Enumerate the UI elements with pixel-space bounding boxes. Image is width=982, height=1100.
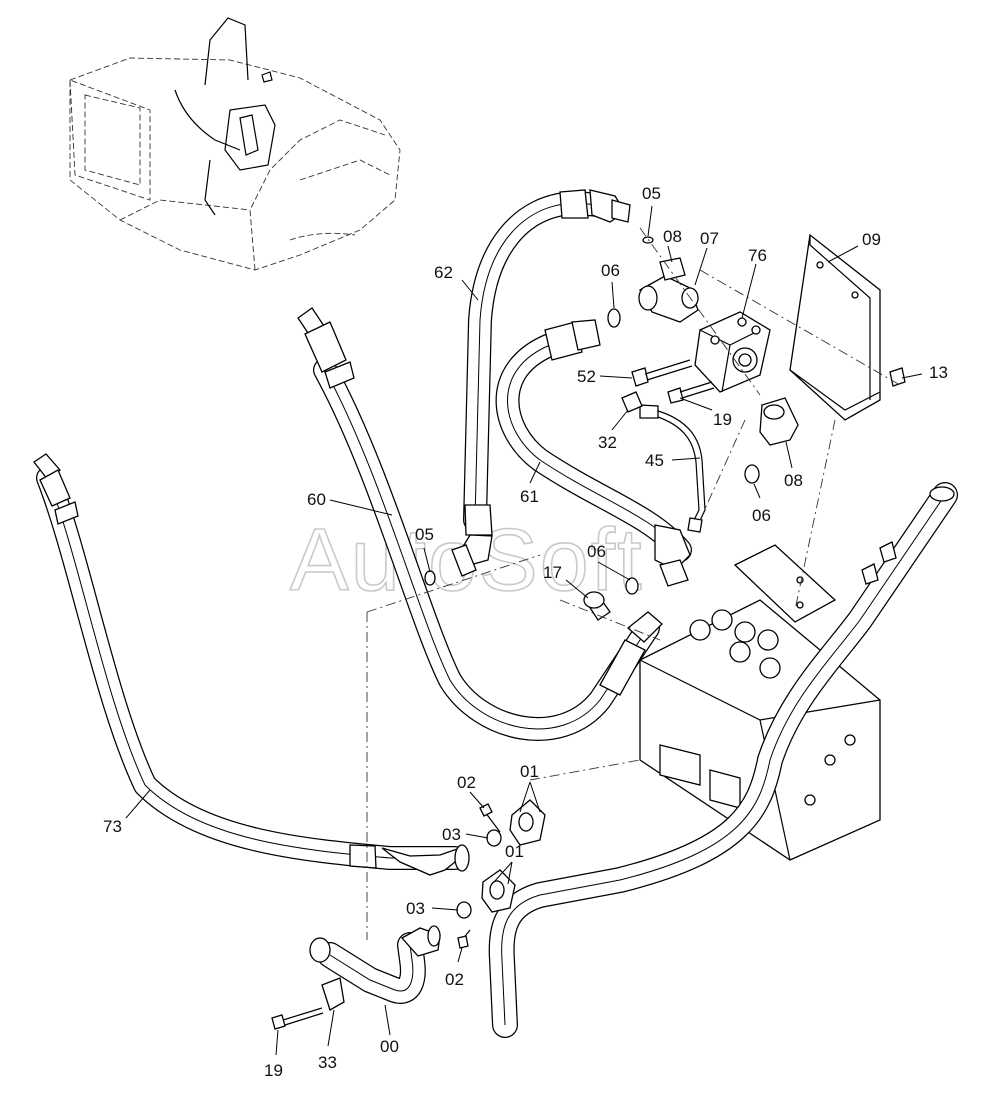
bolt-52 [631,359,693,387]
hose-62 [451,189,631,577]
o-ring-06-right [744,464,760,484]
callout-60: 60 [307,490,326,509]
elbow-fitting-07 [638,275,699,323]
hose-73 [33,453,470,876]
o-ring-05-upper [642,236,654,244]
assembly-lines [366,227,901,940]
callout-06-right: 06 [752,506,771,525]
bolt-19-upper [667,381,715,404]
plug-17 [583,591,611,621]
callout-03-upper: 03 [442,825,461,844]
callout-13: 13 [929,363,948,382]
sensor-08-lower [759,397,799,446]
bolt-02-upper [479,803,501,833]
valve-block-76 [694,311,771,393]
machine-overview-sketch [69,17,401,271]
callout-08-upper: 08 [663,227,682,246]
fitting-32 [621,391,643,413]
mounting-plate [733,544,837,623]
hose-60 [297,307,663,741]
return-pipe [488,482,958,1038]
bracket-09 [789,233,881,421]
o-ring-03-lower [456,901,472,919]
callout-76: 76 [748,246,767,265]
callout-32: 32 [598,433,617,452]
callout-19-lower: 19 [264,1061,283,1080]
hose-45 [639,404,706,533]
callout-52: 52 [577,367,596,386]
o-ring-06-upper [607,308,621,328]
callout-03-lower: 03 [406,899,425,918]
callout-labels: 05 08 07 09 76 62 06 52 13 19 32 45 08 6… [103,184,948,1080]
fitting-08-upper [659,257,686,281]
callout-08-lower: 08 [784,471,803,490]
callout-61: 61 [520,487,539,506]
leader-lines [125,205,923,1056]
bolt-02-lower [457,929,471,949]
bolt-19-lower [271,1007,324,1030]
callout-00: 00 [380,1037,399,1056]
callout-62: 62 [434,263,453,282]
o-ring-05-lower [424,570,436,586]
callout-06-lower: 06 [587,542,606,561]
callout-02-upper: 02 [457,773,476,792]
callout-05-upper: 05 [642,184,661,203]
callout-02-lower: 02 [445,970,464,989]
flange-clamp-01-lower [481,869,516,913]
callout-45: 45 [645,451,664,470]
tube-00 [309,925,441,1011]
callout-09: 09 [862,230,881,249]
callout-19-upper: 19 [713,410,732,429]
callout-73: 73 [103,817,122,836]
hose-61 [495,319,692,587]
callout-01-upper: 01 [520,762,539,781]
callout-06-upper: 06 [601,261,620,280]
callout-07: 07 [700,229,719,248]
o-ring-06-lower [625,577,639,595]
callout-33: 33 [318,1053,337,1072]
callout-17: 17 [543,563,562,582]
flange-clamp-01-upper [509,799,546,846]
o-ring-03-upper [486,829,502,847]
callout-01-lower: 01 [505,842,524,861]
callout-05-lower: 05 [415,525,434,544]
